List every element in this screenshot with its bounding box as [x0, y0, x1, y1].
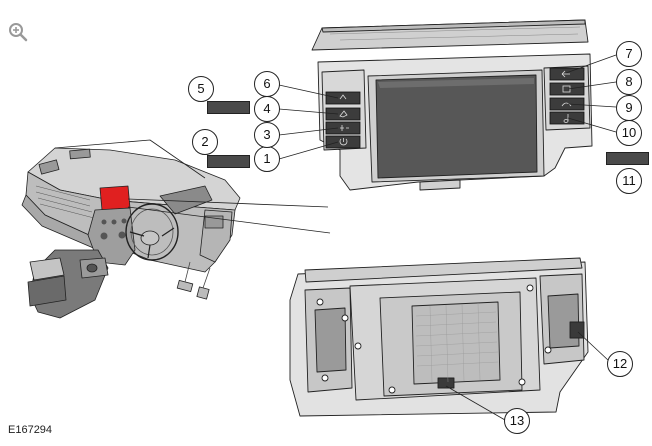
right-button-group	[549, 67, 585, 125]
head-unit-rear	[289, 257, 589, 417]
home-icon	[339, 94, 347, 100]
vehicle-settings-button[interactable]	[549, 82, 585, 96]
media-music-icon	[563, 114, 569, 123]
callout-10: 10	[616, 120, 642, 146]
callout-6: 6	[254, 71, 280, 97]
callout-3: 3	[254, 122, 280, 148]
power-icon	[339, 138, 348, 146]
phone-button[interactable]	[549, 97, 585, 111]
callout-12: 12	[607, 351, 633, 377]
power-button[interactable]	[325, 135, 361, 149]
left-button-group	[325, 91, 361, 149]
fm-am-radio-icon	[340, 125, 349, 131]
callout-7: 7	[616, 41, 642, 67]
phone-icon	[561, 102, 572, 107]
display-screen	[375, 74, 538, 179]
detail-pointer-lines	[127, 198, 331, 234]
reference-button-2	[207, 155, 250, 168]
callout-9: 9	[616, 95, 642, 121]
callout-2: 2	[192, 129, 218, 155]
navigation-button[interactable]	[325, 107, 361, 121]
callout-1: 1	[254, 146, 280, 172]
navigation-icon	[339, 110, 348, 118]
back-icon	[561, 70, 570, 78]
dashboard-illustration	[21, 139, 241, 319]
media-button[interactable]	[549, 111, 585, 125]
home-button[interactable]	[325, 91, 361, 105]
reference-button-5	[207, 101, 250, 114]
callout-13: 13	[504, 408, 530, 434]
callout-4: 4	[254, 96, 280, 122]
head-unit-front	[311, 19, 593, 191]
leader-lines	[278, 54, 617, 421]
figure-id: E167294	[8, 424, 53, 436]
rear-connector-bottom	[437, 377, 455, 389]
reference-button-11	[606, 152, 649, 165]
head-unit-highlight	[99, 185, 131, 211]
callout-5: 5	[188, 76, 214, 102]
vent-pattern	[415, 302, 499, 383]
zoom-in-magnifier-icon[interactable]	[8, 22, 28, 42]
callout-11: 11	[616, 168, 642, 194]
callout-8: 8	[616, 69, 642, 95]
